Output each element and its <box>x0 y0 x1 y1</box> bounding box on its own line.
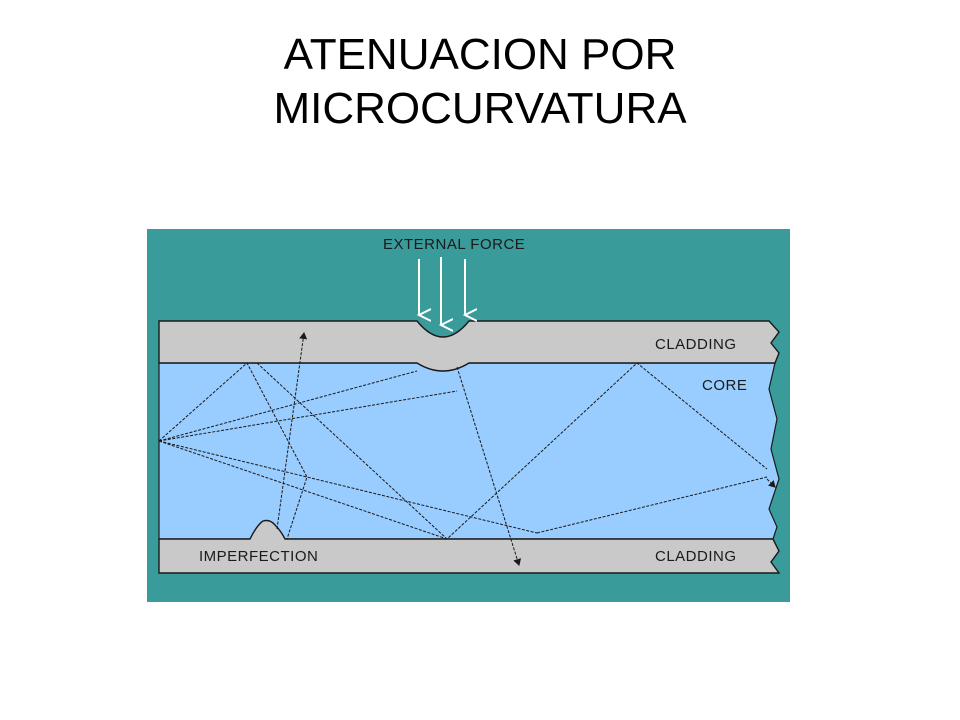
cladding-bottom-region <box>158 519 781 574</box>
ray-5 <box>158 440 538 534</box>
core-label: CORE <box>702 377 747 394</box>
title-line-1: ATENUACION POR <box>283 30 677 79</box>
core-region <box>158 362 780 540</box>
ray-1 <box>158 362 308 540</box>
ray-3 <box>158 390 458 442</box>
microbend-diagram: EXTERNAL FORCE CLADDING CORE IMPERFECTIO… <box>147 229 790 602</box>
external-force-label: EXTERNAL FORCE <box>383 236 525 253</box>
ray-6 <box>256 362 768 540</box>
external-force-arrows <box>419 257 465 325</box>
ray-2 <box>158 370 418 442</box>
ray-10 <box>766 478 776 488</box>
slide-title: ATENUACION POR MICROCURVATURA <box>0 28 960 136</box>
cladding-top-region <box>158 320 780 372</box>
ray-9 <box>536 476 768 534</box>
title-line-2: MICROCURVATURA <box>273 84 687 133</box>
diagram-canvas: EXTERNAL FORCE CLADDING CORE IMPERFECTIO… <box>147 229 790 602</box>
ray-4 <box>158 440 448 540</box>
imperfection-label: IMPERFECTION <box>199 548 318 565</box>
cladding-top-label: CLADDING <box>655 336 737 353</box>
ray-8 <box>276 332 308 530</box>
light-rays <box>158 332 776 566</box>
cladding-bottom-label: CLADDING <box>655 548 737 565</box>
ray-7 <box>456 366 522 566</box>
